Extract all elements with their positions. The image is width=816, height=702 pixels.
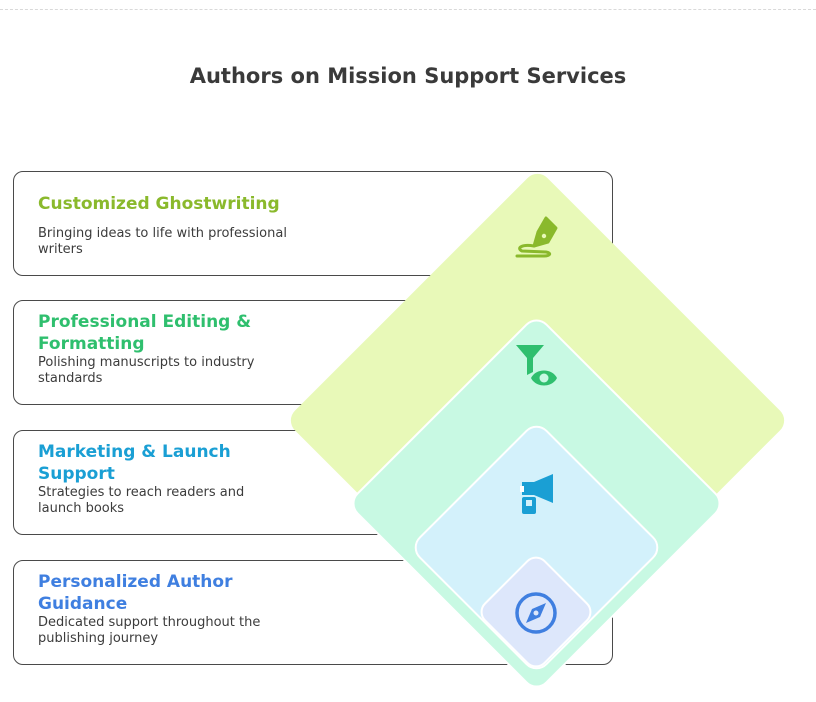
service-description: Dedicated support throughout the publish… [38, 615, 261, 646]
service-description: Polishing manuscripts to industry standa… [38, 355, 255, 386]
service-title: Customized Ghostwriting [38, 194, 280, 214]
page-title: Authors on Mission Support Services [189, 64, 627, 88]
service-description: Bringing ideas to life with professional… [38, 226, 287, 257]
pen-nib-icon [515, 216, 558, 258]
service-description: Strategies to reach readers and launch b… [38, 485, 245, 516]
megaphone-icon [520, 474, 553, 514]
diamond-marketing [414, 425, 659, 670]
service-title: Marketing & Launch Support [38, 442, 231, 484]
filter-eye-icon [516, 345, 557, 386]
compass-icon [515, 592, 557, 634]
top-divider [0, 9, 816, 10]
service-title: Personalized Author Guidance [38, 572, 233, 614]
service-title: Professional Editing & Formatting [38, 312, 252, 354]
